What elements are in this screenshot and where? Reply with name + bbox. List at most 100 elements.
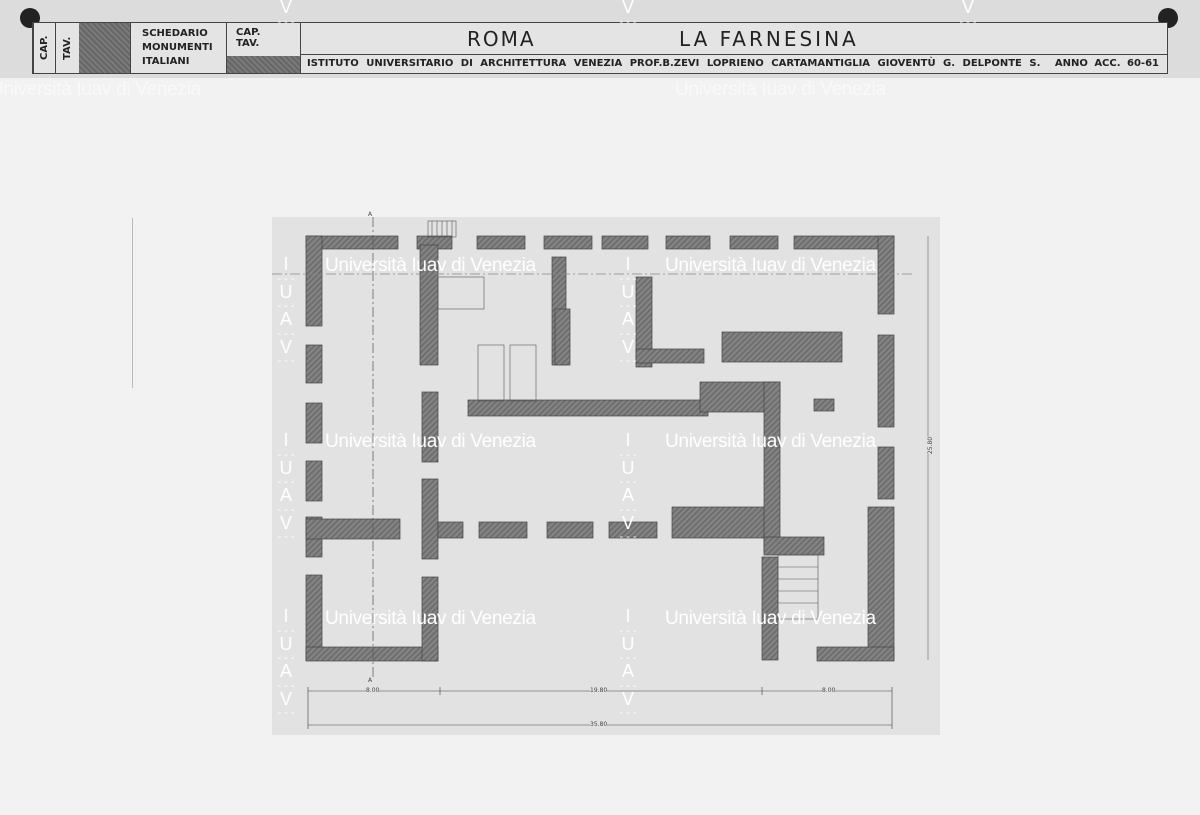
dimension-center: 19.80 xyxy=(590,687,608,694)
walls xyxy=(305,235,895,662)
watermark: Università Iuav di Venezia xyxy=(665,608,876,629)
series-line: ITALIANI xyxy=(142,56,190,67)
watermark-dash: - - - xyxy=(619,272,637,285)
watermark: Università Iuav di Venezia xyxy=(665,431,876,452)
watermark-dash: - - - xyxy=(619,300,637,312)
watermark-letter: U xyxy=(621,633,635,654)
watermark-letter: V xyxy=(279,336,292,357)
watermark-letter: I xyxy=(283,606,289,626)
dimension-left: 8.00 xyxy=(366,687,380,694)
watermark-dash: - - - xyxy=(959,15,977,28)
dimension-total-width: 35.80 xyxy=(590,721,608,728)
watermark-dash: - - - xyxy=(277,300,295,312)
watermark: Università Iuav di Venezia xyxy=(325,255,536,276)
watermark-letters: I- - -U- - -A- - -V- - - xyxy=(614,430,642,543)
watermark-letter: U xyxy=(279,281,293,302)
watermark-dash: - - - xyxy=(277,476,295,488)
watermark-letters: I- - -U- - -A- - -V- - - xyxy=(614,254,642,367)
title-row: ROMA LA FARNESINA xyxy=(301,23,1167,55)
watermark-letters: I- - -U- - -A- - -V- - - xyxy=(272,430,300,543)
watermark: Università Iuav di Venezia xyxy=(325,431,536,452)
watermark-letter: U xyxy=(279,633,293,654)
watermark: Università Iuav di Venezia xyxy=(325,608,536,629)
watermark-letter: V xyxy=(621,688,634,709)
watermark-letter: I xyxy=(283,254,289,274)
watermark-dash: - - - xyxy=(619,327,637,340)
watermark-dash: - - - xyxy=(277,707,295,719)
watermark-dash: - - - xyxy=(619,448,637,461)
watermark-letters: I- - -U- - -A- - -V- - - xyxy=(272,606,300,719)
series-label: SCHEDARIO MONUMENTI ITALIANI xyxy=(131,23,227,73)
watermark-letter: V xyxy=(279,0,292,17)
watermark-letter: I xyxy=(625,254,631,274)
watermark-letter: I xyxy=(625,606,631,626)
cap-tav-line: TAV. xyxy=(236,38,260,49)
drawing-sheet: A A 8.00 19.80 8.00 35.80 25.80 xyxy=(272,211,940,735)
sheet-edge-line xyxy=(132,218,133,388)
watermark-dash: - - - xyxy=(277,327,295,340)
watermark-dash: - - - xyxy=(619,355,637,367)
watermark: Università Iuav di Venezia xyxy=(665,255,876,276)
watermark-letter: U xyxy=(279,457,293,478)
dimension-total-depth: 25.80 xyxy=(927,436,935,455)
watermark: Università Iuav di Venezia xyxy=(0,79,201,100)
watermark-letter: A xyxy=(279,661,292,681)
watermark-letter: A xyxy=(279,309,292,329)
watermark-dash: - - - xyxy=(619,707,637,719)
watermark-letter: A xyxy=(621,309,634,329)
watermark-dash: - - - xyxy=(277,448,295,461)
watermark-letters: I- - -U- - -A- - -V- - - xyxy=(614,606,642,719)
watermark-letter: I xyxy=(283,430,289,450)
watermark-dash: - - - xyxy=(619,624,637,637)
stairs xyxy=(427,220,819,620)
watermark-letter: I xyxy=(625,430,631,450)
watermark-letter: V xyxy=(279,512,292,533)
floor-plan xyxy=(272,217,929,729)
hatched-cell xyxy=(227,56,300,73)
watermark-letters: I- - -U- - -A- - -V- - - xyxy=(272,254,300,367)
watermark-dash: - - - xyxy=(277,15,295,28)
city-title: ROMA xyxy=(467,27,536,51)
watermark-letter: U xyxy=(621,457,635,478)
dimension-right: 8.00 xyxy=(822,687,836,694)
cap-label: CAP. xyxy=(33,23,55,73)
watermark-letter: V xyxy=(621,512,634,533)
series-line: MONUMENTI xyxy=(142,42,213,53)
watermark-dash: - - - xyxy=(277,355,295,367)
series-line: SCHEDARIO xyxy=(142,28,208,39)
watermark-letter: V xyxy=(961,0,974,17)
watermark-dash: - - - xyxy=(277,679,295,692)
watermark-letter: V xyxy=(279,688,292,709)
watermark-dash: - - - xyxy=(277,503,295,516)
tav-label: TAV. xyxy=(55,23,79,73)
watermark-dash: - - - xyxy=(619,652,637,664)
cap-tav-line: CAP. xyxy=(236,27,261,38)
academic-year: ANNO ACC. 60-61 xyxy=(1054,58,1159,69)
watermark-dash: - - - xyxy=(619,15,637,28)
watermark-dash: - - - xyxy=(619,503,637,516)
watermark-letters: V- - - xyxy=(954,0,982,28)
watermark: Università Iuav di Venezia xyxy=(675,79,886,100)
watermark-dash: - - - xyxy=(277,272,295,285)
title-block: CAP. TAV. SCHEDARIO MONUMENTI ITALIANI C… xyxy=(32,22,1168,74)
watermark-letter: A xyxy=(621,485,634,505)
watermark-letters: V- - - xyxy=(272,0,300,28)
watermark-dash: - - - xyxy=(277,531,295,543)
watermark-letter: A xyxy=(279,485,292,505)
watermark-dash: - - - xyxy=(619,476,637,488)
section-marker: A xyxy=(368,211,373,218)
section-marker: A xyxy=(368,677,373,684)
watermark-dash: - - - xyxy=(277,652,295,664)
watermark-dash: - - - xyxy=(619,531,637,543)
watermark-dash: - - - xyxy=(619,679,637,692)
watermark-letters: V- - - xyxy=(614,0,642,28)
watermark-letter: V xyxy=(621,336,634,357)
watermark-letter: V xyxy=(621,0,634,17)
watermark-letter: U xyxy=(621,281,635,302)
watermark-letter: A xyxy=(621,661,634,681)
watermark-dash: - - - xyxy=(277,624,295,637)
monument-title: LA FARNESINA xyxy=(679,27,859,51)
cap-tav-cell: CAP. TAV. xyxy=(227,23,301,73)
credits: ISTITUTO UNIVERSITARIO DI ARCHITETTURA V… xyxy=(307,58,1041,69)
hatched-cell xyxy=(79,23,131,73)
